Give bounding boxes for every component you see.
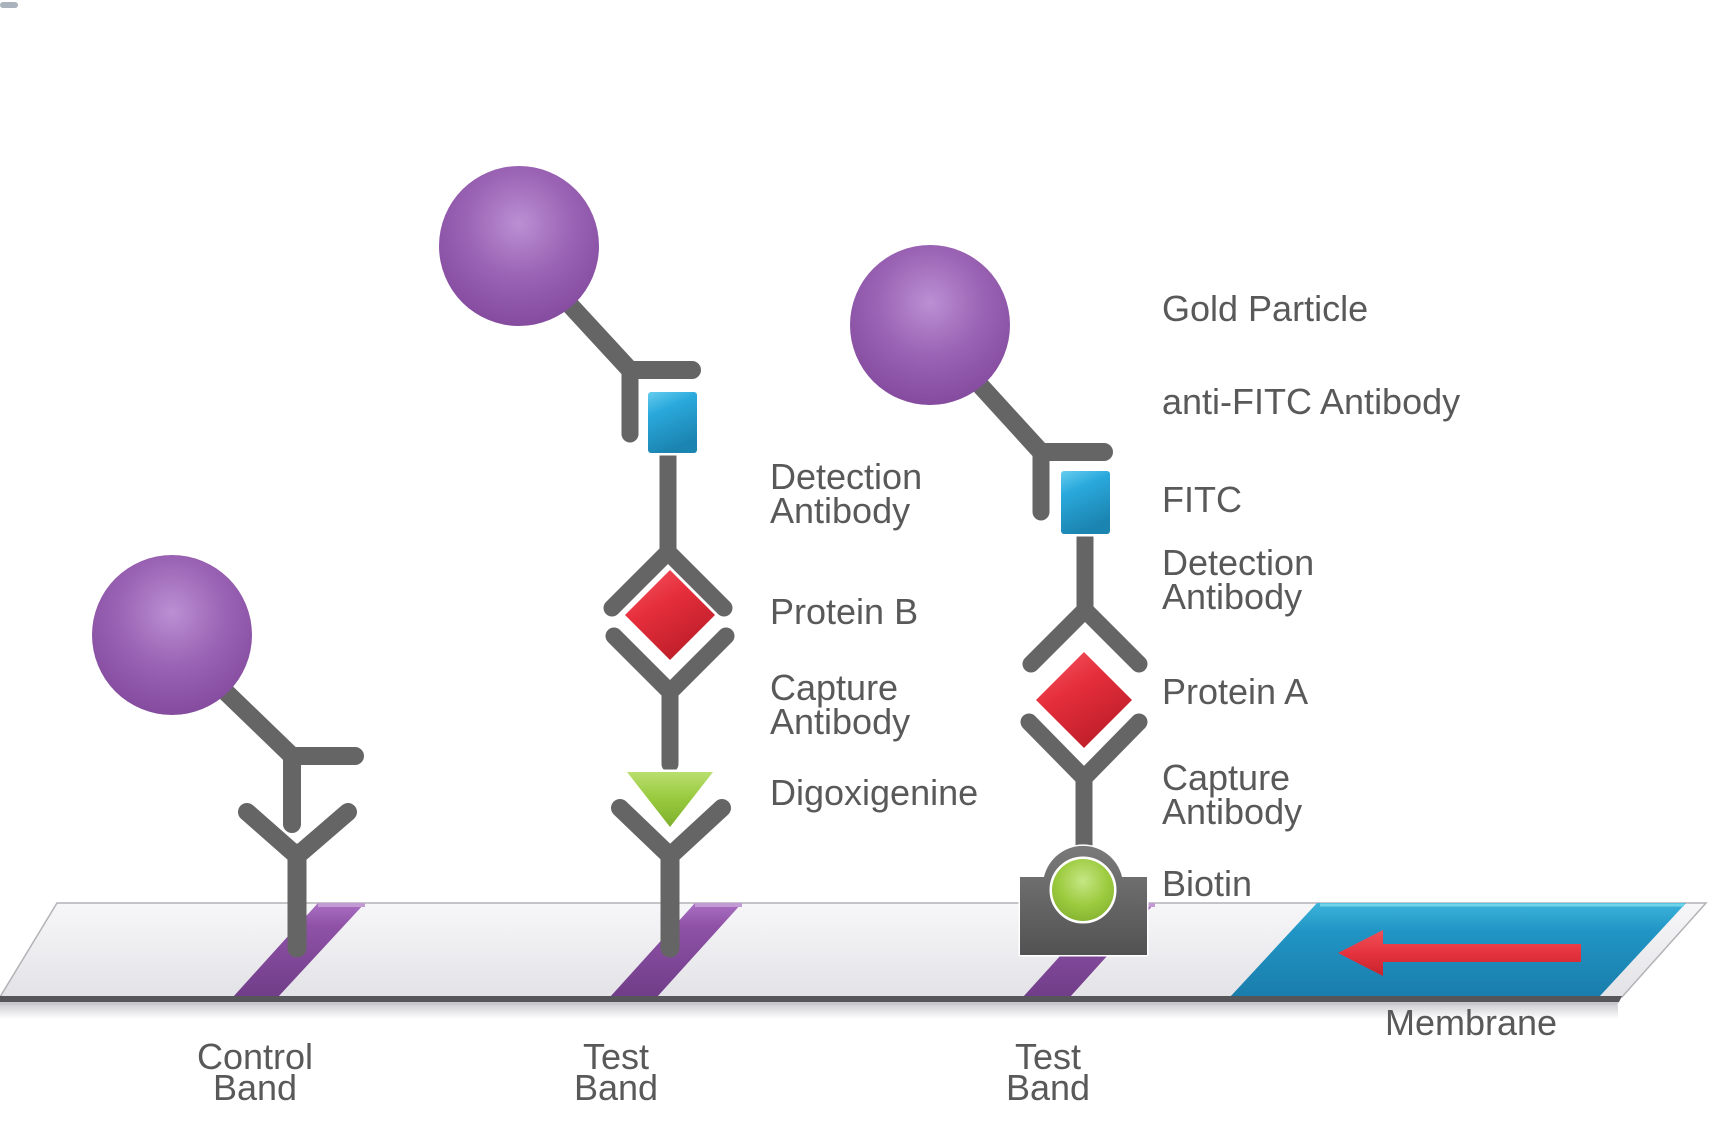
label-capture-antibody-right: Capture Antibody [1162,757,1303,832]
test-line-complex-digoxigenin [439,166,735,958]
conjugate-antibody-mid-arm [549,283,701,379]
strip-front-edge-highlight [0,1002,1619,1005]
label-protein-a: Protein A [1162,671,1309,712]
flow-direction-arrow [1338,930,1581,976]
label-fitc: FITC [1162,479,1242,520]
control-line-complex [92,555,364,958]
protein-b-antigen-shape [622,567,718,663]
sample-pad [1230,903,1686,997]
label-control-band: Control Band [196,1036,314,1108]
gold-particle-middle [439,166,599,326]
screen-artifact [0,2,18,8]
label-test-band-1: Test Band [573,1036,659,1108]
detection-antibody-right-arms [1022,601,1148,673]
fitc-hapten-shape [1058,468,1113,537]
strip-shadow [0,1005,1618,1019]
label-anti-fitc-antibody: anti-FITC Antibody [1162,381,1461,422]
strip-front-edge [0,996,1622,1002]
membrane-strip-group [0,902,1708,1019]
anti-fitc-antibody-arm [959,363,1113,461]
detection-antibody-mid-arms [603,543,733,617]
label-biotin: Biotin [1162,863,1253,904]
digoxigenine-hapten-shape [624,769,716,830]
label-test-band-2: Test Band [1005,1036,1091,1108]
test-line-complex-biotin [850,245,1149,957]
gold-particle-right [850,245,1010,405]
biotin-shape [1049,856,1117,924]
fitc-hapten-mid-shape [645,389,700,456]
label-digoxigenine: Digoxigenine [770,772,979,813]
gold-particle-left [92,555,252,715]
label-detection-antibody-mid: Detection Antibody [770,456,923,531]
label-protein-b: Protein B [770,591,919,632]
label-membrane: Membrane [1385,1002,1558,1043]
label-gold-particle: Gold Particle [1162,288,1369,329]
label-detection-antibody-right: Detection Antibody [1162,542,1315,617]
protein-a-antigen-shape [1033,649,1135,751]
label-capture-antibody-mid: Capture Antibody [770,667,911,742]
